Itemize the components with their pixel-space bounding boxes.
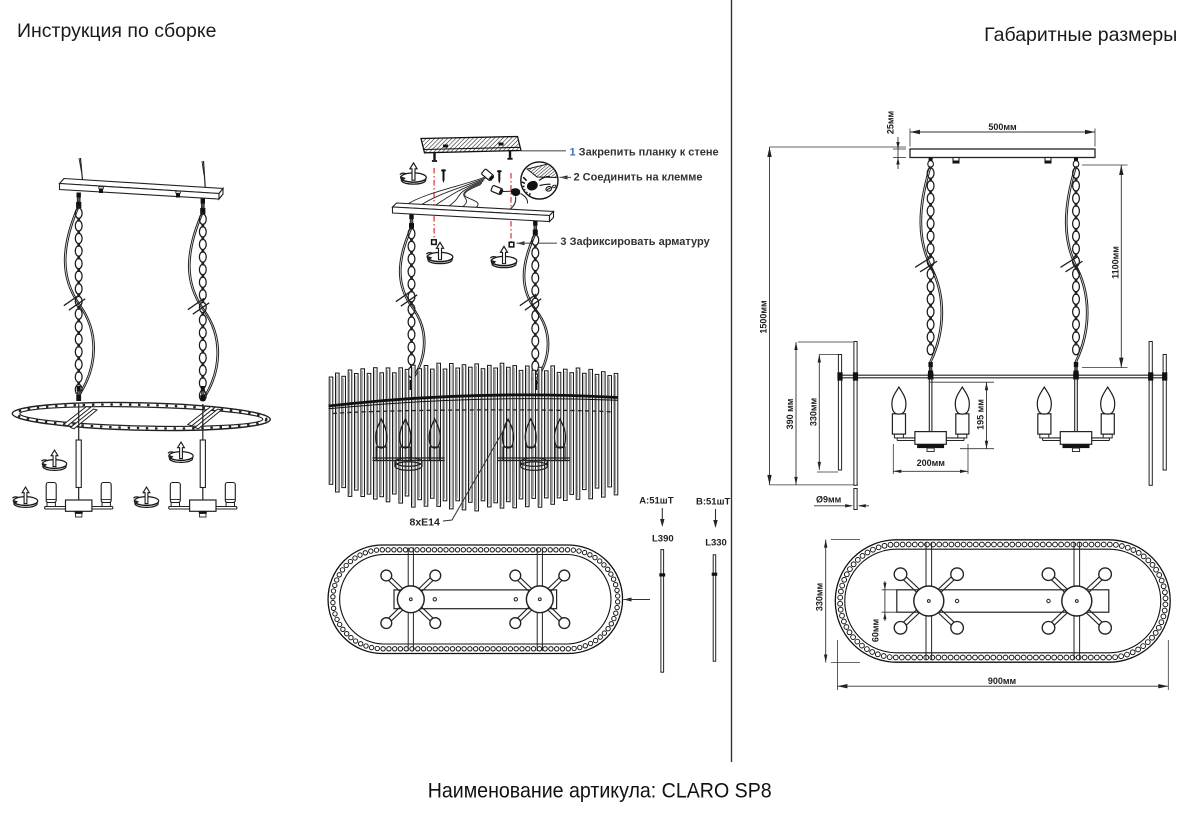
svg-text:Габаритные размеры: Габаритные размеры bbox=[984, 24, 1177, 46]
svg-text:390 мм: 390 мм bbox=[785, 398, 795, 429]
svg-text:B:51шТ: B:51шТ bbox=[696, 497, 731, 508]
svg-text:60мм: 60мм bbox=[871, 618, 881, 642]
svg-text:1500мм: 1500мм bbox=[759, 300, 769, 334]
svg-text:25мм: 25мм bbox=[886, 110, 896, 134]
svg-text:2 Соединить на клемме: 2 Соединить на клемме bbox=[574, 172, 703, 184]
svg-text:330мм: 330мм bbox=[815, 582, 825, 611]
svg-text:L330: L330 bbox=[705, 537, 727, 548]
svg-text:3 Зафиксировать арматуру: 3 Зафиксировать арматуру bbox=[560, 236, 710, 248]
svg-text:200мм: 200мм bbox=[917, 458, 946, 468]
svg-text:A:51шТ: A:51шТ bbox=[639, 496, 674, 507]
svg-text:Наименование артикула: CLARO S: Наименование артикула: CLARO SP8 bbox=[428, 779, 772, 803]
svg-text:900мм: 900мм bbox=[988, 676, 1017, 686]
svg-text:Ø9мм: Ø9мм bbox=[816, 495, 842, 505]
svg-text:8xE14: 8xE14 bbox=[410, 517, 441, 529]
svg-text:1 Закрепить планку к стене: 1 Закрепить планку к стене bbox=[570, 146, 719, 158]
svg-text:L390: L390 bbox=[652, 534, 674, 545]
svg-text:195 мм: 195 мм bbox=[976, 399, 986, 430]
svg-text:500мм: 500мм bbox=[988, 122, 1017, 132]
svg-text:Инструкция по сборке: Инструкция по сборке bbox=[17, 20, 216, 42]
svg-text:330мм: 330мм bbox=[809, 397, 819, 426]
svg-text:1100мм: 1100мм bbox=[1110, 246, 1120, 279]
